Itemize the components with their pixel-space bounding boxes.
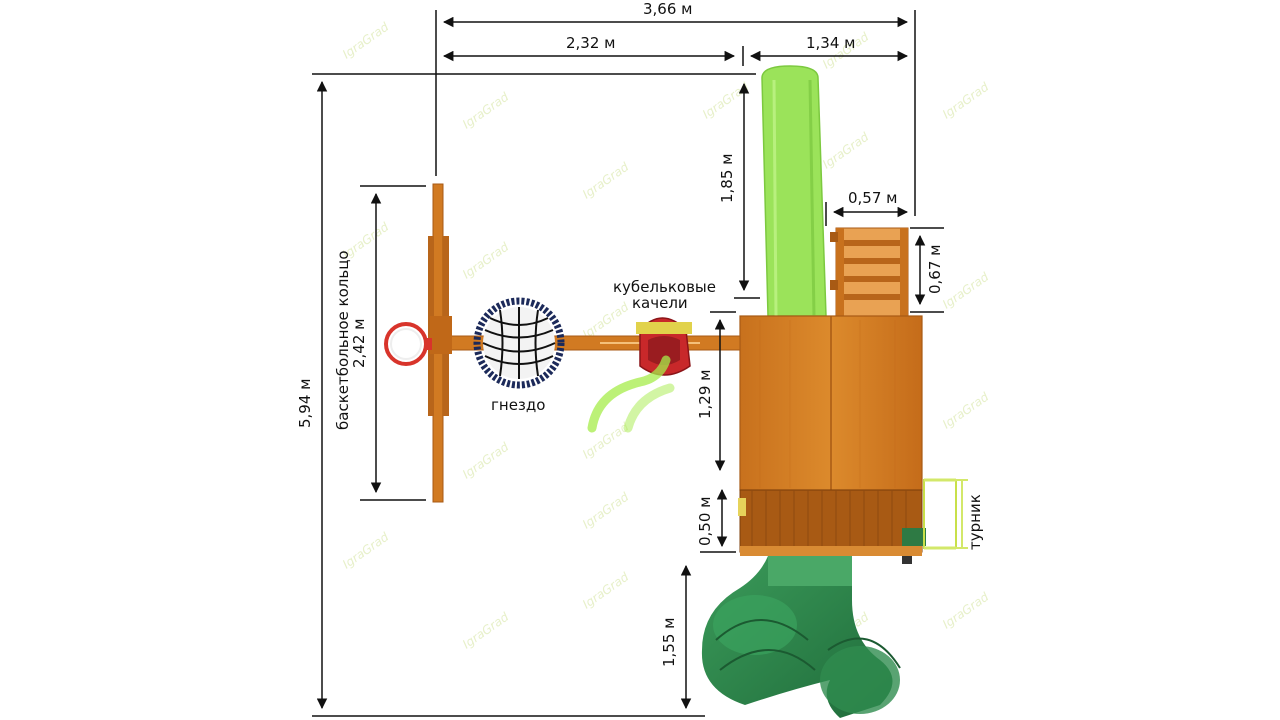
dim-tube-slide-length: 1,55 м <box>660 617 678 667</box>
ladder <box>830 227 909 319</box>
label-pullup-bar: турник <box>966 494 984 550</box>
nest-swing <box>473 297 565 389</box>
dimension-lines <box>312 10 968 717</box>
basketball-hoop <box>384 322 432 366</box>
dim-deck-extension: 0,50 м <box>696 496 714 546</box>
dim-slide-length: 1,85 м <box>718 153 736 203</box>
dim-ladder-width: 0,57 м <box>848 189 898 207</box>
label-bucket-swing-line1: кубельковые <box>613 278 716 296</box>
straight-slide <box>761 65 827 317</box>
label-nest: гнездо <box>491 396 546 414</box>
tube-slide <box>701 556 901 718</box>
dim-total-length: 5,94 м <box>296 378 314 428</box>
dim-hoop-span: 2,42 м <box>350 318 368 368</box>
lower-deck <box>738 489 926 564</box>
dim-right-width: 1,34 м <box>806 34 856 52</box>
dim-platform-length: 1,29 м <box>696 369 714 419</box>
basketball-post <box>428 183 452 503</box>
platform-roof <box>739 315 923 491</box>
dim-ladder-length: 0,67 м <box>926 244 944 294</box>
label-bucket-swing-line2: качели <box>632 294 688 312</box>
pullup-bar <box>923 478 957 550</box>
bucket-swing <box>587 317 692 433</box>
dim-left-width: 2,32 м <box>566 34 616 52</box>
dim-total-width: 3,66 м <box>643 0 693 18</box>
